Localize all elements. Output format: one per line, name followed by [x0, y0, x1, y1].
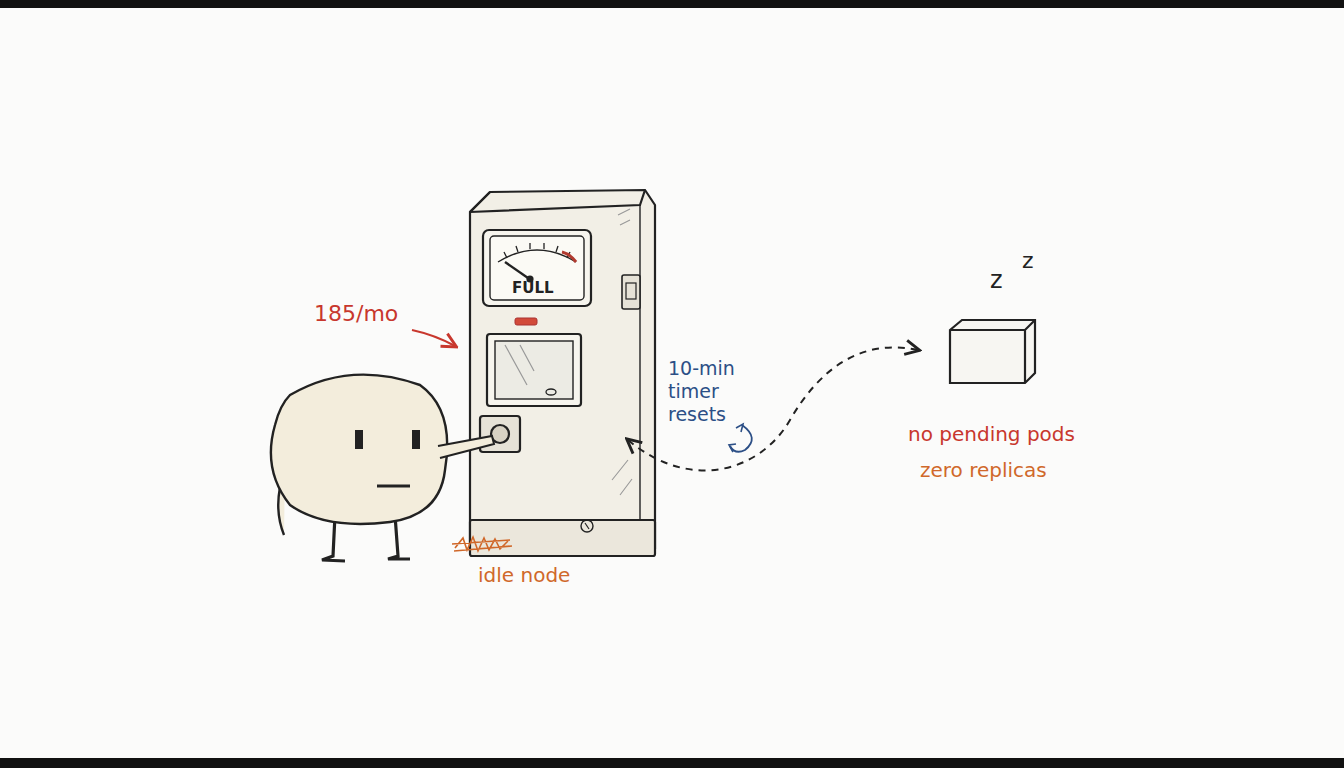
reset-swirl: [730, 425, 752, 452]
dashed-link: [628, 347, 918, 470]
gauge-text: FULL: [512, 279, 554, 297]
status-note: zero replicas: [920, 458, 1047, 482]
cost-label: 185/mo: [314, 301, 398, 327]
scribble: [452, 537, 512, 551]
bottom-bar: [0, 758, 1344, 768]
top-bar: [0, 0, 1344, 8]
node-label: idle node: [478, 563, 570, 587]
sleep-letter: z: [1022, 248, 1034, 274]
pointer-arrow: [412, 330, 455, 346]
status-note: no pending pods: [908, 422, 1075, 446]
sleeping-pod: [950, 320, 1035, 383]
reset-swirl-head: [729, 424, 743, 452]
vending-machine: [470, 190, 655, 556]
sleep-letter: z: [990, 266, 1003, 295]
character: [271, 375, 494, 561]
timer-note: 10-min timer resets: [668, 357, 758, 425]
